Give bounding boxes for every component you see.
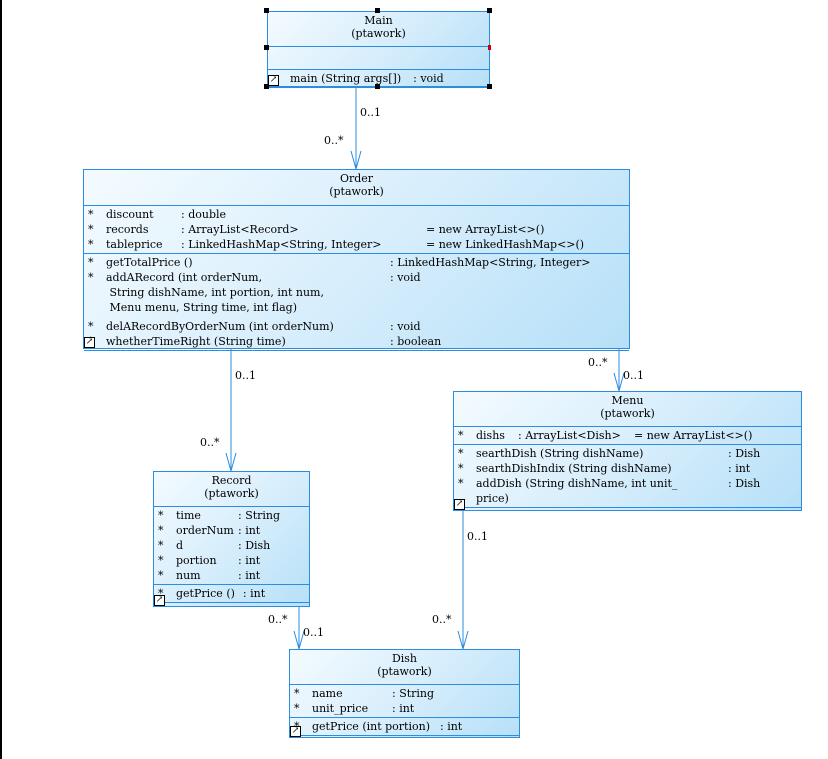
mult-menu-dish-source: 0..1 [467,530,488,543]
operation-row: main (String args[]) : void [272,71,489,86]
resize-handle-w[interactable] [264,45,269,50]
attribute-row: *orderNum: int [158,524,261,537]
class-menu-header: Menu (ptawork) [454,392,801,427]
class-main-attributes [268,47,489,70]
operation-row-continued: String dishName, int portion, int num, [106,286,324,299]
shortcut-link-icon: ↗ [290,726,301,737]
operation-row: *searthDishIndix (String dishName): int [458,462,751,475]
operation-row: *addDish (String dishName, int unit_: Di… [458,477,761,490]
mult-order-menu-source: 0..* [588,356,608,369]
operation-row-continued: Menu menu, String time, int flag) [106,301,298,314]
class-package: (ptawork) [600,407,655,420]
mult-order-menu-target: 0..1 [623,369,644,382]
class-package: (ptawork) [204,487,259,500]
resize-handle-nw[interactable] [264,8,269,13]
operation-type: : void [413,72,444,85]
attribute-row: *name: String [294,687,435,700]
class-main-operations: main (String args[]) : void [268,70,489,88]
resize-handle-se[interactable] [487,84,492,89]
class-record-attributes: *time: String *orderNum: int *d: Dish *p… [154,507,309,585]
class-package: (ptawork) [329,185,384,198]
class-menu-attributes: *dishs: ArrayList<Dish>= new ArrayList<>… [454,427,801,445]
resize-handle-s[interactable] [375,84,380,89]
operation-row: *getTotalPrice (): LinkedHashMap<String,… [88,256,591,269]
shortcut-link-icon: ↗ [154,595,165,606]
mult-record-dish-target: 0..1 [303,626,324,639]
attribute-row: *records: ArrayList<Record>= new ArrayLi… [88,223,545,236]
class-record[interactable]: Record (ptawork) *time: String *orderNum… [153,471,310,607]
attribute-row: *tableprice: LinkedHashMap<String, Integ… [88,238,585,251]
class-name: Dish [391,652,418,665]
operation-row: *addARecord (int orderNum,: void [88,271,421,284]
mult-menu-dish-target: 0..* [432,613,452,626]
resize-handle-sw[interactable] [264,84,269,89]
mult-main-order-source: 0..1 [360,106,381,119]
resize-handle-n[interactable] [375,8,380,13]
class-menu[interactable]: Menu (ptawork) *dishs: ArrayList<Dish>= … [453,391,802,511]
class-name: Order [339,172,374,185]
attribute-row: *discount: double [88,208,227,221]
class-dish-attributes: *name: String *unit_price: int [290,685,519,718]
resize-handle-e[interactable] [488,45,491,50]
class-name: Menu [611,394,644,407]
mult-main-order-target: 0..* [324,134,344,147]
class-name: Record [211,474,252,487]
class-dish-header: Dish (ptawork) [290,650,519,685]
class-main[interactable]: Main (ptawork) main (String args[]) : vo… [267,11,490,88]
class-menu-operations: *searthDish (String dishName): Dish *sea… [454,445,801,508]
resize-handle-ne[interactable] [487,8,492,13]
shortcut-link-icon: ↗ [268,75,279,86]
shortcut-link-icon: ↗ [454,499,465,510]
attribute-row: *num: int [158,569,261,582]
operation-signature: main (String args[]) [290,72,402,85]
operation-row: *getPrice (): int [158,587,266,600]
canvas-left-border [0,0,2,759]
attribute-row: *unit_price: int [294,702,415,715]
operation-row: *whetherTimeRight (String time): boolean [88,335,442,348]
attribute-row: *portion: int [158,554,261,567]
shortcut-link-icon: ↗ [84,337,95,348]
operation-row-continued: price) [476,492,509,505]
attribute-row: *d: Dish [158,539,271,552]
class-package: (ptawork) [377,665,432,678]
class-dish[interactable]: Dish (ptawork) *name: String *unit_price… [289,649,520,738]
class-order-operations: *getTotalPrice (): LinkedHashMap<String,… [84,254,629,351]
class-main-header: Main (ptawork) [268,12,489,47]
mult-record-dish-source: 0..* [268,613,288,626]
class-name: Main [364,14,393,27]
class-order-header: Order (ptawork) [84,170,629,206]
attribute-row: *time: String [158,509,281,522]
class-package: (ptawork) [351,27,406,40]
operation-row: *delARecordByOrderNum (int orderNum): vo… [88,320,421,333]
mult-order-record-source: 0..1 [235,369,256,382]
mult-order-record-target: 0..* [200,436,220,449]
class-record-header: Record (ptawork) [154,472,309,507]
operation-row: *getPrice (int portion): int [294,720,463,733]
operation-row: *searthDish (String dishName): Dish [458,447,761,460]
class-record-operations: *getPrice (): int [154,585,309,603]
class-order-attributes: *discount: double *records: ArrayList<Re… [84,206,629,254]
class-order[interactable]: Order (ptawork) *discount: double *recor… [83,169,630,351]
class-dish-operations: *getPrice (int portion): int [290,718,519,736]
attribute-row: *dishs: ArrayList<Dish>= new ArrayList<>… [458,429,753,442]
